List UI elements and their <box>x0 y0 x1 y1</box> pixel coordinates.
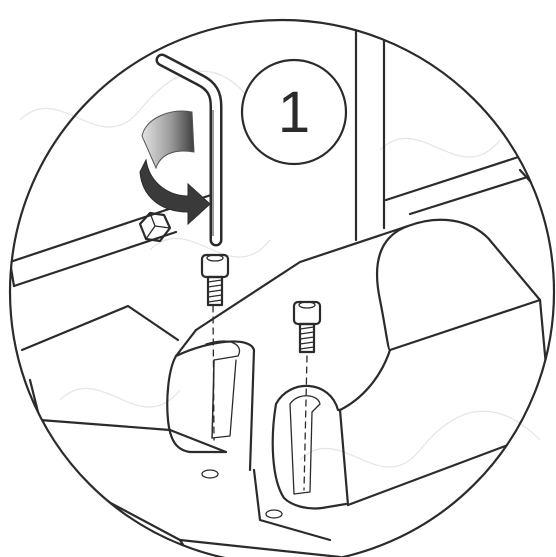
hex-socket-screw-icon <box>202 255 228 305</box>
hex-socket-screw-icon <box>294 302 320 352</box>
step-badge: 1 <box>242 60 346 164</box>
step-number: 1 <box>278 80 310 145</box>
rotate-arrow-icon <box>140 111 210 224</box>
bracket-body <box>30 220 556 557</box>
